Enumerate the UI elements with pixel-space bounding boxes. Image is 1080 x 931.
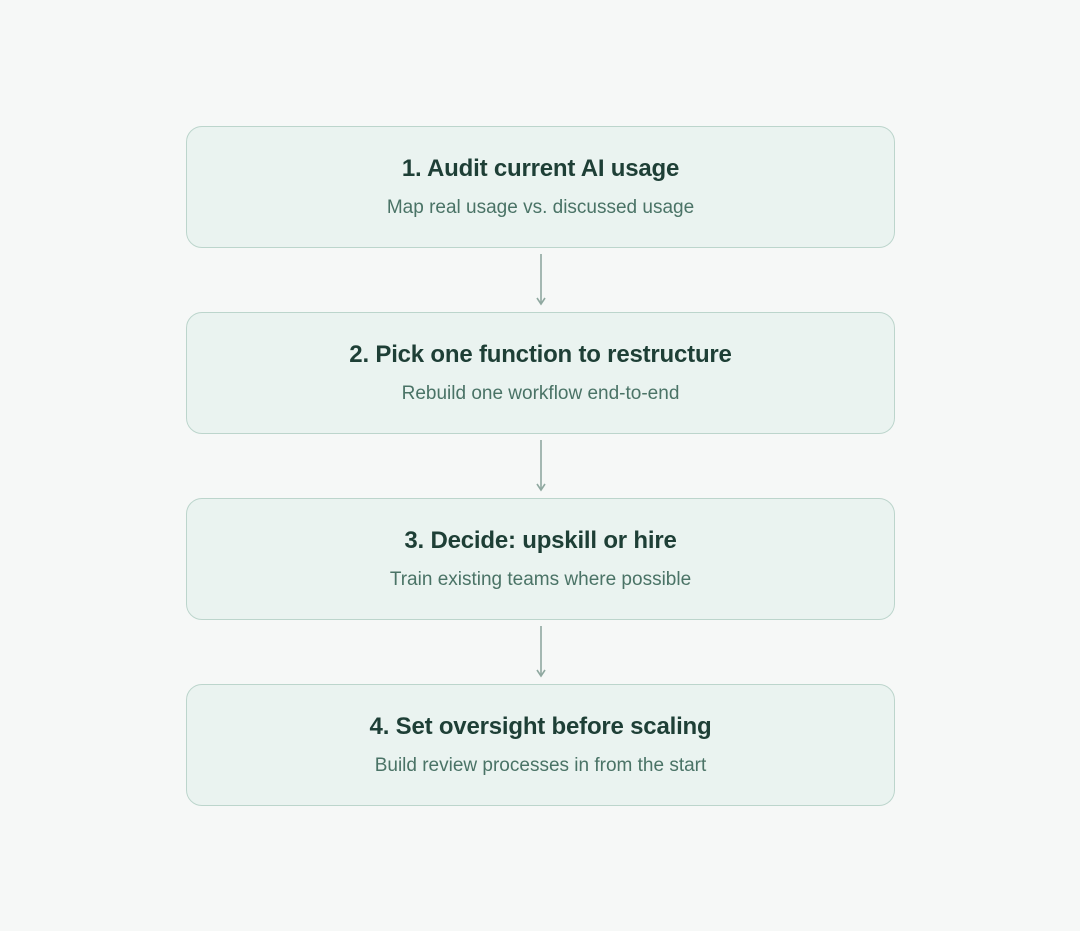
step-subtitle: Train existing teams where possible bbox=[389, 569, 692, 590]
step-box-2: 2. Pick one function to restructure Rebu… bbox=[186, 312, 895, 434]
arrow-down-icon bbox=[535, 254, 546, 306]
arrow-down-icon bbox=[535, 440, 546, 492]
step-box-1: 1. Audit current AI usage Map real usage… bbox=[186, 126, 895, 248]
step-subtitle: Rebuild one workflow end-to-end bbox=[401, 383, 680, 404]
step-title: 4. Set oversight before scaling bbox=[369, 713, 712, 740]
arrow-down-icon bbox=[535, 626, 546, 678]
arrow-down-connector bbox=[186, 620, 895, 684]
step-title: 2. Pick one function to restructure bbox=[349, 341, 732, 368]
step-title: 3. Decide: upskill or hire bbox=[404, 527, 677, 554]
step-box-4: 4. Set oversight before scaling Build re… bbox=[186, 684, 895, 806]
step-subtitle: Map real usage vs. discussed usage bbox=[386, 197, 695, 218]
process-flow: 1. Audit current AI usage Map real usage… bbox=[186, 126, 895, 806]
step-box-3: 3. Decide: upskill or hire Train existin… bbox=[186, 498, 895, 620]
step-subtitle: Build review processes in from the start bbox=[374, 755, 707, 776]
step-title: 1. Audit current AI usage bbox=[401, 155, 680, 182]
arrow-down-connector bbox=[186, 248, 895, 312]
arrow-down-connector bbox=[186, 434, 895, 498]
